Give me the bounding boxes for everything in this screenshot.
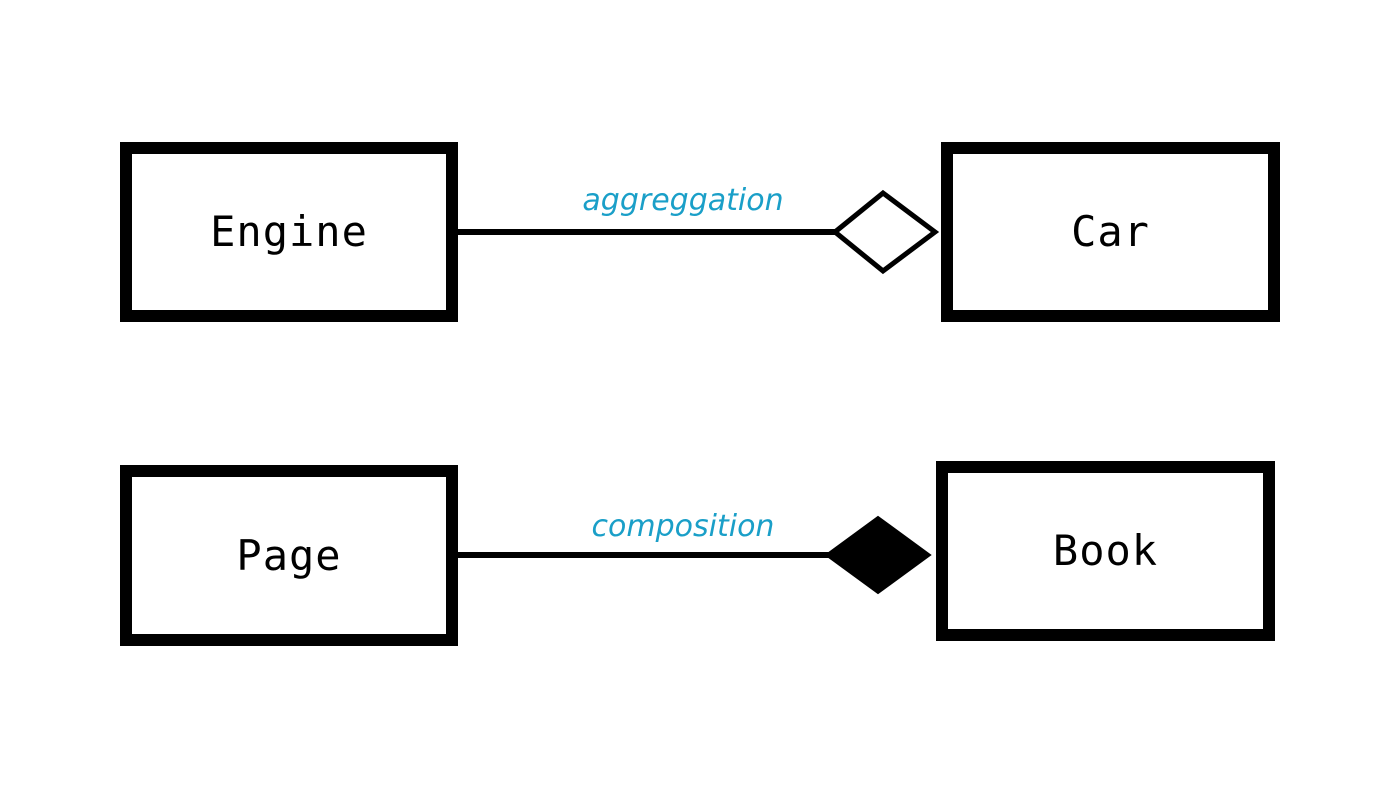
class-box-engine: Engine [120, 142, 458, 322]
relation-label-aggregation: aggreggation [582, 183, 784, 218]
class-box-page: Page [120, 465, 458, 646]
class-name-car: Car [1071, 207, 1150, 256]
class-box-book: Book [936, 461, 1275, 641]
class-box-car: Car [941, 142, 1280, 322]
relation-label-composition: composition [591, 509, 775, 544]
class-name-engine: Engine [210, 207, 368, 256]
filled-diamond-icon [824, 515, 932, 595]
class-name-book: Book [1052, 526, 1159, 575]
association-line-aggregation [458, 229, 838, 235]
hollow-diamond-icon [831, 189, 940, 275]
association-line-composition [458, 552, 830, 558]
class-name-page: Page [236, 530, 342, 580]
